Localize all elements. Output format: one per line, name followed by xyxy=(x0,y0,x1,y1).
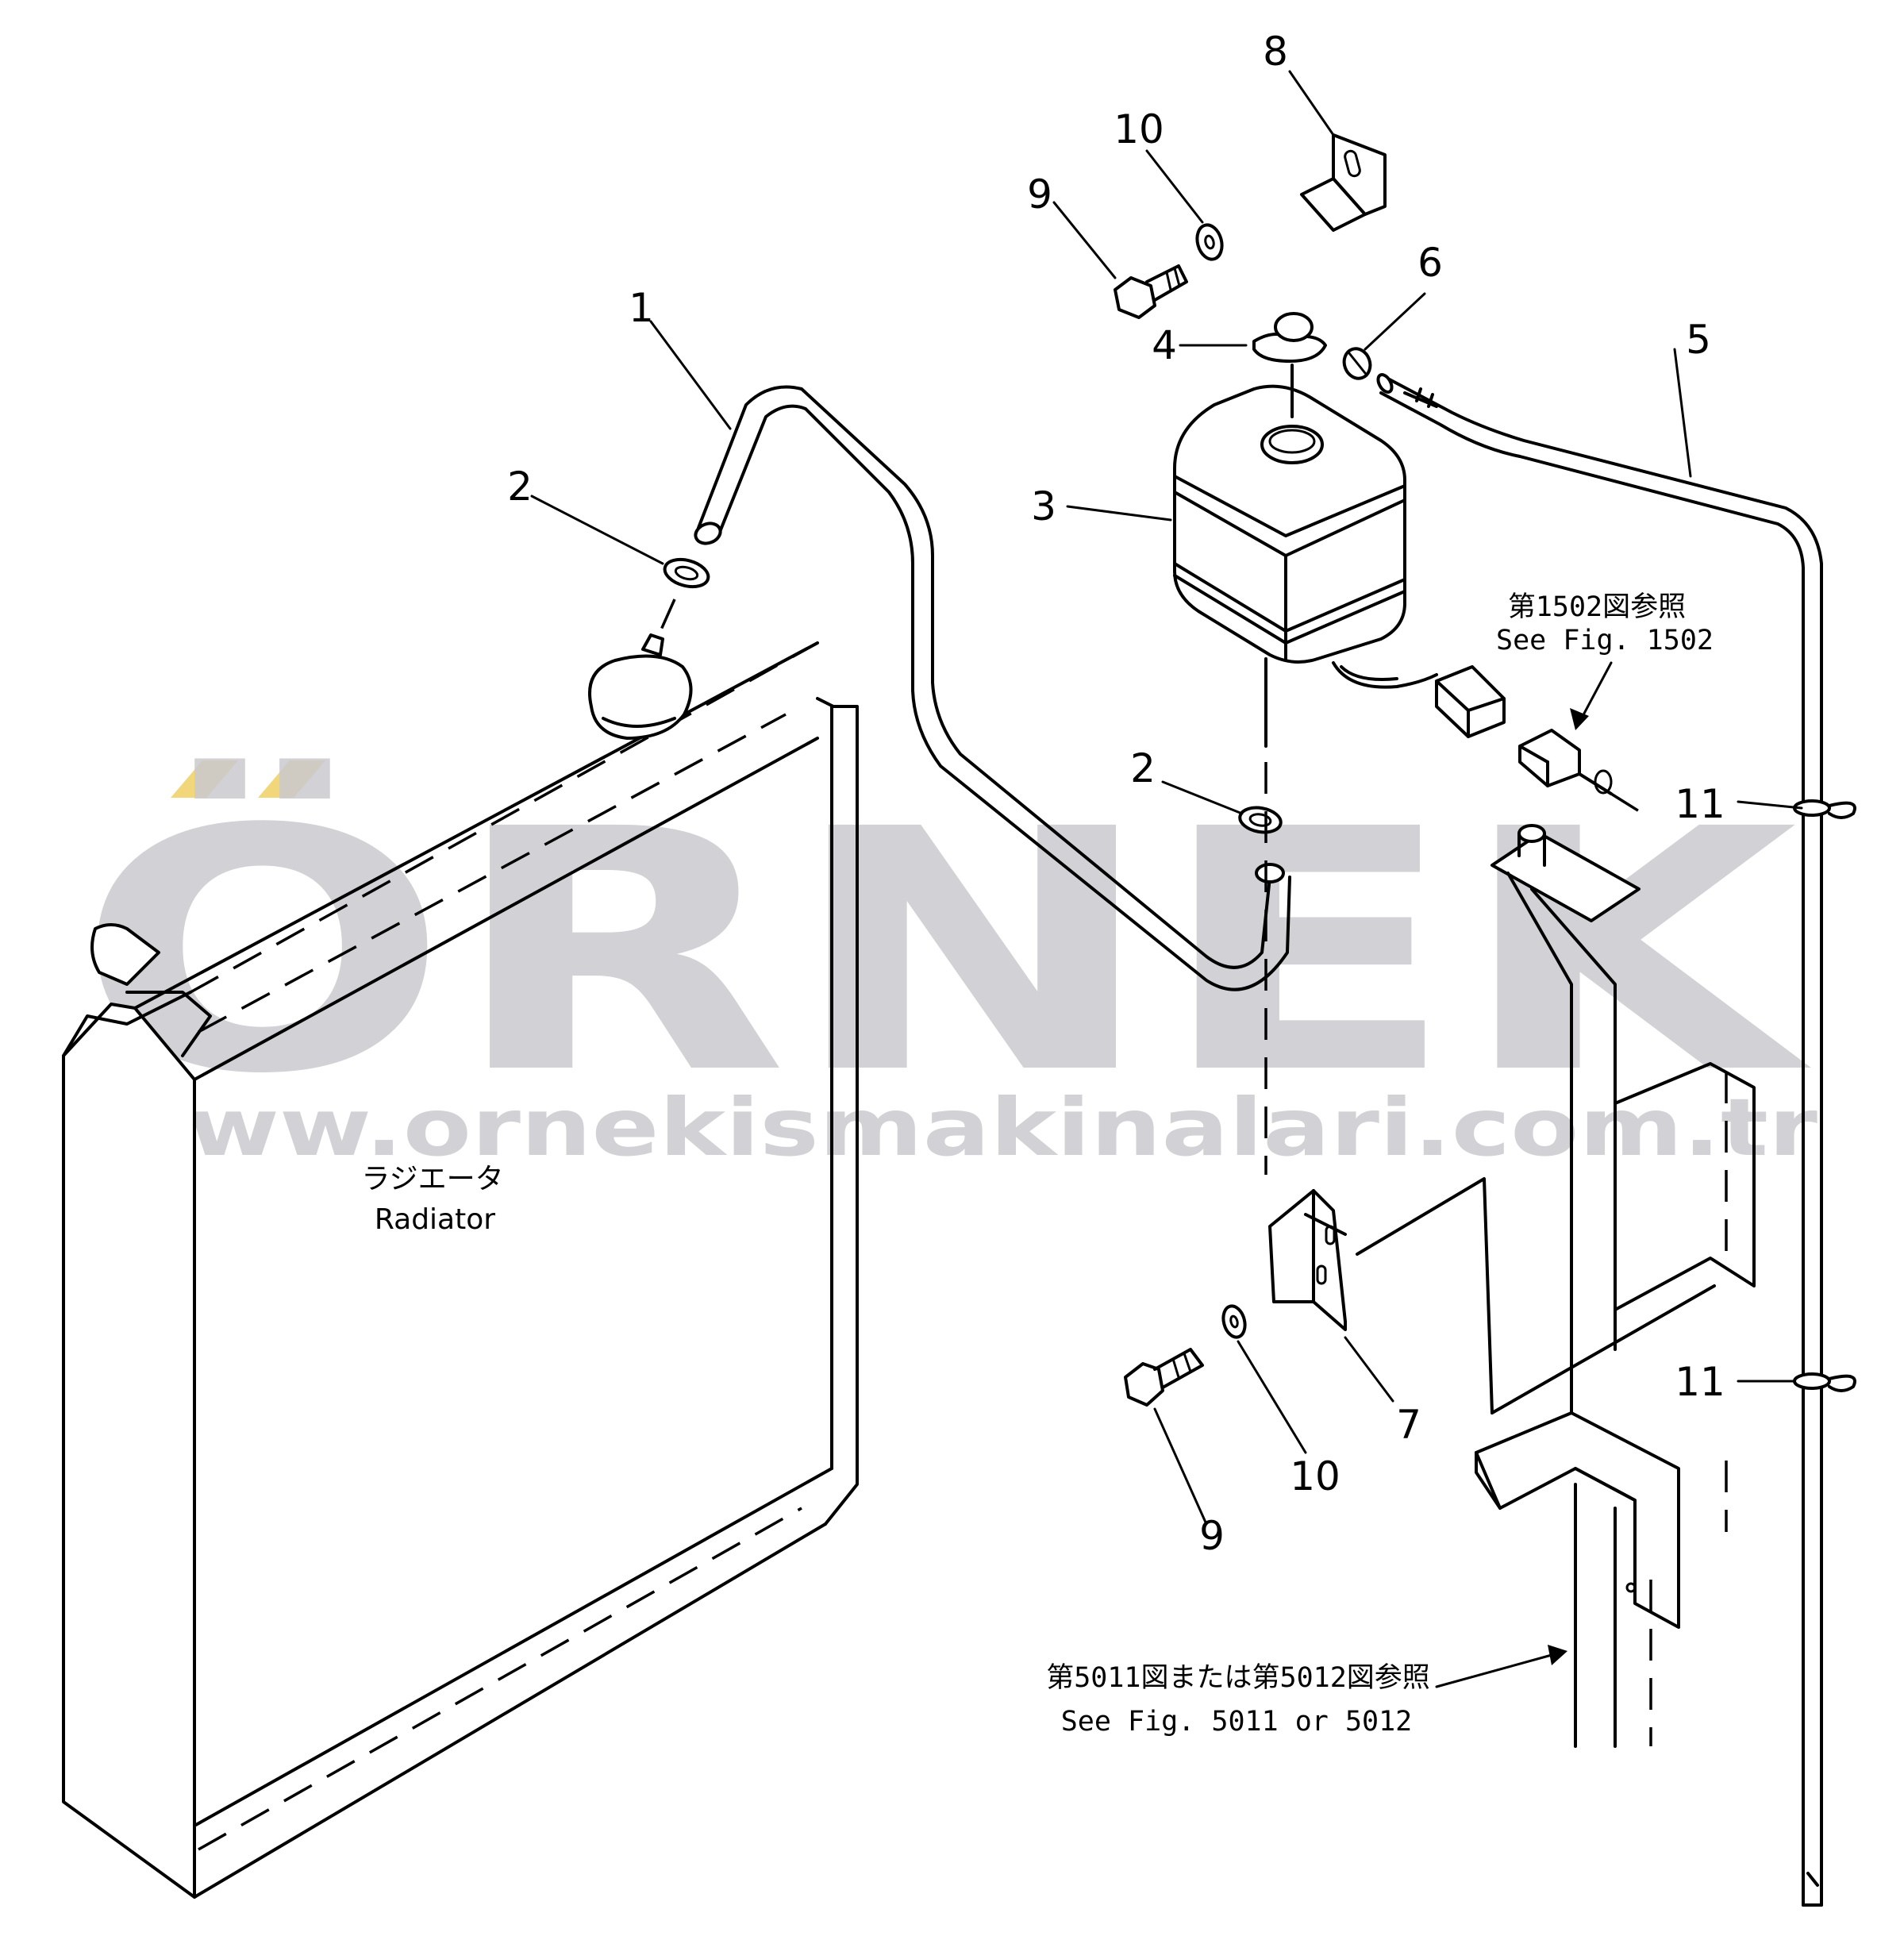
reservoir-cap xyxy=(1252,312,1327,418)
callout-5: 5 xyxy=(1686,317,1711,363)
radiator-label-jp: ラジエータ xyxy=(361,1163,503,1195)
hose-clip-upper xyxy=(1793,799,1856,819)
callout-9b: 9 xyxy=(1199,1513,1225,1559)
callout-3: 3 xyxy=(1031,483,1056,529)
radiator xyxy=(62,633,859,1899)
upper-washer xyxy=(1195,223,1224,261)
radiator-inlet-pipe xyxy=(90,923,160,986)
upper-bracket xyxy=(1300,133,1387,232)
callout-9a: 9 xyxy=(1027,171,1052,217)
lower-washer xyxy=(1221,1304,1247,1339)
hose-clamp-6 xyxy=(1342,347,1372,380)
callout-10a: 10 xyxy=(1114,106,1164,152)
upper-bolt xyxy=(1114,264,1188,319)
hose-clamp-lower xyxy=(1238,806,1283,834)
leader-lines xyxy=(530,70,1803,1688)
callout-11a: 11 xyxy=(1675,781,1725,827)
watermark-brand: ÖRNEK xyxy=(75,755,1814,1147)
radiator-cap xyxy=(588,654,693,740)
callout-8: 8 xyxy=(1263,29,1288,75)
radiator-label-en: Radiator xyxy=(375,1203,495,1236)
note-fig5011-en: See Fig. 5011 or 5012 xyxy=(1061,1706,1413,1738)
lower-bracket xyxy=(1268,1189,1347,1331)
callout-2b: 2 xyxy=(1130,745,1156,791)
note-fig5011-jp: 第5011図または第5012図参照 xyxy=(1046,1662,1430,1694)
watermark-umlaut-right xyxy=(258,760,325,798)
callouts: 1 2 2 3 4 5 6 7 8 9 9 10 10 11 11 xyxy=(507,29,1725,1559)
overflow-hose xyxy=(694,385,1291,991)
hose-clamp-upper xyxy=(657,557,710,636)
note-fig1502-jp: 第1502図参照 xyxy=(1508,591,1686,623)
hose-clip-lower xyxy=(1793,1372,1856,1392)
callout-6: 6 xyxy=(1417,240,1443,286)
lower-bolt xyxy=(1124,1348,1204,1407)
callout-2a: 2 xyxy=(507,464,533,510)
radiator-front xyxy=(62,1003,196,1899)
drain-hose xyxy=(1376,373,1823,1907)
callout-10b: 10 xyxy=(1290,1453,1340,1499)
note-fig1502-en: See Fig. 1502 xyxy=(1496,625,1714,656)
watermark: ÖRNEK www.ornekismakinalari.com.tr xyxy=(75,755,1818,1174)
callout-4: 4 xyxy=(1152,322,1177,368)
watermark-url: www.ornekismakinalari.com.tr xyxy=(95,1081,1818,1174)
reference-notes: 第1502図参照 See Fig. 1502 第5011図または第5012図参照… xyxy=(1046,591,1714,1738)
callout-1: 1 xyxy=(629,285,654,331)
reservoir-tank xyxy=(1173,384,1644,1175)
mounting-frame xyxy=(1356,824,1756,1748)
watermark-umlaut-left xyxy=(171,760,238,798)
callout-11b: 11 xyxy=(1675,1359,1725,1405)
callout-7: 7 xyxy=(1396,1402,1421,1448)
